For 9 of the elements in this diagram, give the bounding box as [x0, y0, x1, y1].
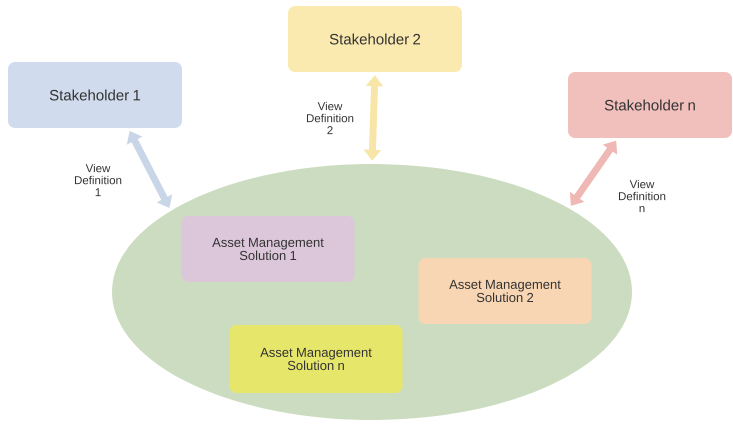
edge-label: View Definition 2 — [301, 100, 359, 136]
stakeholder-box: Stakeholder n — [568, 72, 732, 138]
edge-label: View Definition n — [613, 178, 671, 214]
solution-box: Asset Management Solution 1 — [182, 216, 354, 282]
stakeholder-box: Stakeholder 1 — [8, 62, 182, 128]
solution-box: Asset Management Solution n — [230, 325, 402, 393]
edge-label: View Definition 1 — [69, 162, 127, 198]
solution-box: Asset Management Solution 2 — [418, 258, 592, 324]
stakeholder-box: Stakeholder 2 — [288, 6, 462, 72]
